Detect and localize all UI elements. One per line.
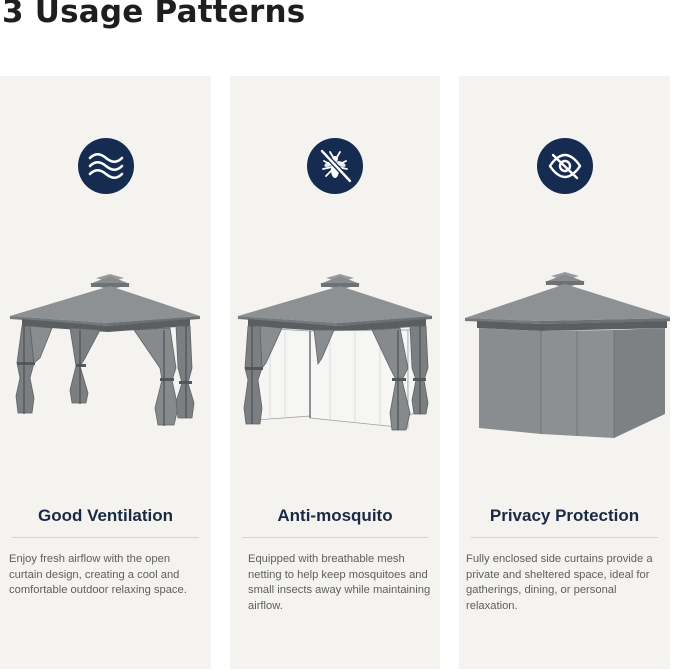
gazebo-enclosed-sidewalls-illustration — [459, 268, 670, 448]
card-title: Privacy Protection — [489, 506, 640, 525]
gazebo-open-curtains-illustration — [0, 268, 211, 448]
card-privacy-protection: Privacy Protection Fully enclosed side c… — [459, 76, 670, 669]
card-good-ventilation: Good Ventilation Enjoy fresh airflow wit… — [0, 76, 211, 669]
card-description: Enjoy fresh airflow with the open curtai… — [9, 553, 187, 597]
card-anti-mosquito: Anti-mosquito Equipped with breathable m… — [230, 76, 440, 669]
card-title: Good Ventilation — [37, 506, 174, 525]
no-mosquito-icon — [307, 138, 363, 194]
card-title: Anti-mosquito — [277, 506, 393, 525]
wind-waves-icon — [77, 138, 134, 194]
divider — [12, 537, 199, 538]
eye-slash-icon — [536, 138, 593, 194]
card-description: Equipped with breathable mesh netting to… — [248, 553, 431, 612]
divider — [242, 537, 428, 538]
page-title: 3 Usage Patterns — [2, 0, 306, 30]
card-description: Fully enclosed side curtains provide a p… — [466, 553, 653, 612]
gazebo-mesh-netting-illustration — [230, 268, 440, 448]
divider — [471, 537, 658, 538]
